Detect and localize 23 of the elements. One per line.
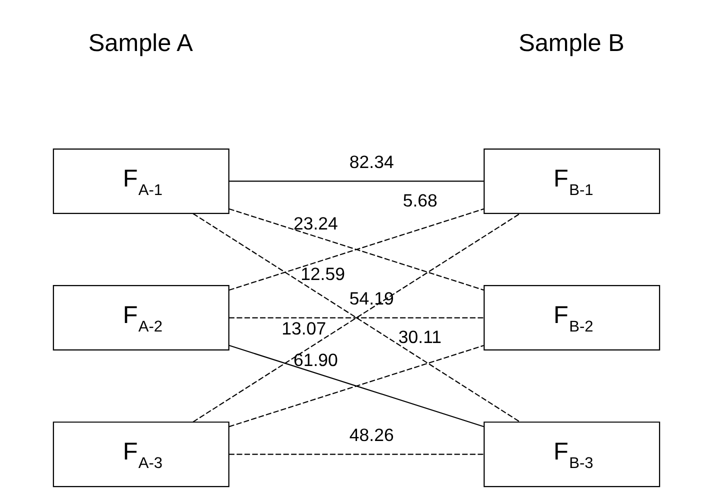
connector bbox=[228, 180, 484, 182]
node-box: F$_{A-3}$ bbox=[52, 422, 229, 488]
edge-label: 48.26 bbox=[348, 424, 394, 445]
edge-label: 23.24 bbox=[292, 214, 338, 234]
node-box: F$_{A-2}$ bbox=[52, 285, 229, 351]
connector bbox=[228, 344, 484, 428]
edge-label: 82.34 bbox=[348, 152, 394, 172]
node-box: F$_{B-3}$ bbox=[483, 422, 660, 488]
edge-label: 30.11 bbox=[398, 326, 442, 347]
node-box: F$_{B-2}$ bbox=[483, 285, 660, 351]
connector bbox=[228, 317, 484, 318]
edge-label: 5.68 bbox=[402, 190, 437, 210]
label: Sample A bbox=[88, 30, 192, 57]
edge-label: 13.07 bbox=[281, 318, 326, 338]
edge-label: 61.90 bbox=[292, 350, 338, 370]
connector bbox=[228, 454, 484, 455]
node-box: F$_{B-1}$ bbox=[483, 148, 660, 214]
label: Sample B bbox=[518, 30, 624, 57]
connector bbox=[228, 208, 484, 291]
node-box: F$_{A-1}$ bbox=[52, 148, 229, 214]
edge-label: 54.19 bbox=[348, 288, 394, 308]
connector bbox=[192, 213, 520, 422]
edge-label: 12.59 bbox=[300, 264, 344, 284]
